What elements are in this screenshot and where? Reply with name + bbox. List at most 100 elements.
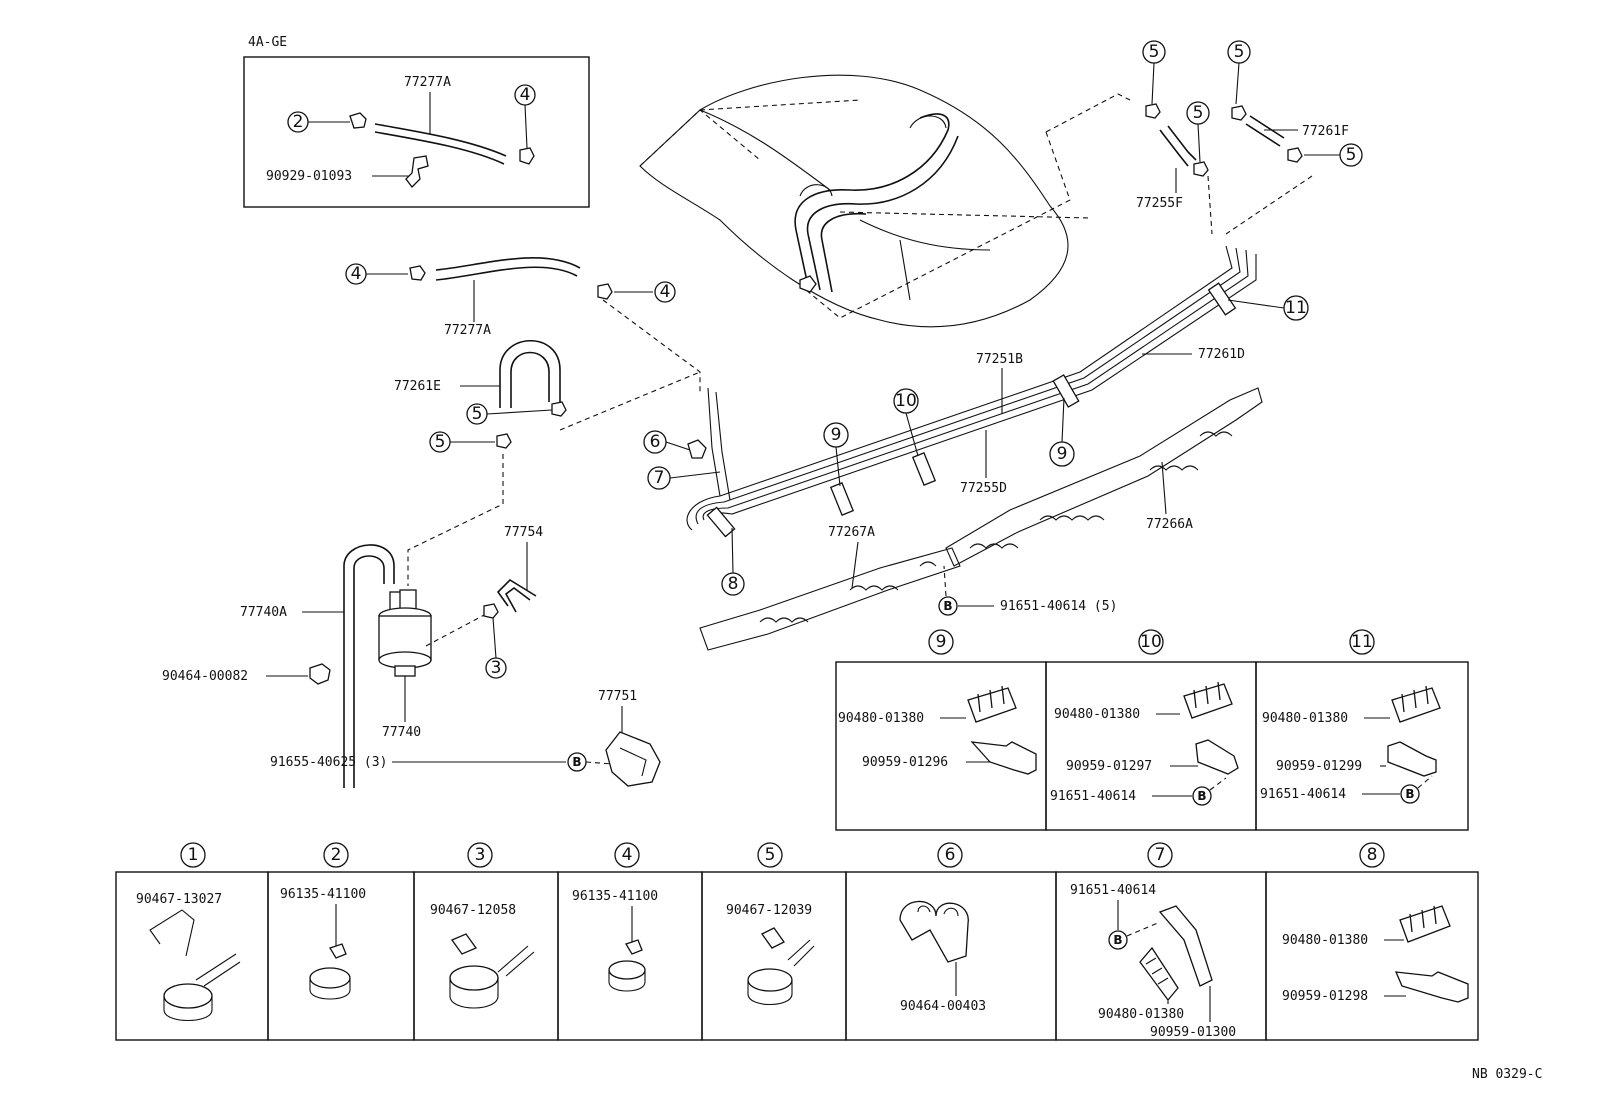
part-77277a-inset-label: 77277A [404,75,451,90]
clamp-bracket-icon [1394,971,1469,1003]
part-90929-01093-label: 90929-01093 [266,169,352,184]
svg-text:6: 6 [650,432,661,452]
svg-text:4: 4 [351,264,362,284]
clip-part [597,283,613,300]
part-77266a-label: 77266A [1146,517,1193,532]
clip-part [799,275,817,293]
bottom-panel-8 [1265,871,1479,1041]
callout-b-panel-7: B [1108,930,1128,950]
panel-3-number: 3 [467,842,493,868]
part-77740-label: 77740 [382,725,421,740]
engine-variant-label: 4A-GE [248,35,287,50]
callout-b-pipe: B [938,596,958,616]
double-clip-icon [899,900,969,963]
panel-7-number: 7 [1147,842,1173,868]
callout-8-pipe: 8 [721,572,745,596]
canister-77740 [378,589,432,677]
svg-text:B: B [1113,933,1122,947]
svg-text:B: B [943,599,952,613]
part-77261d-label: 77261D [1198,347,1245,362]
svg-text:5: 5 [1234,42,1245,62]
clamp-bracket-icon [1195,739,1239,775]
panel-4-number: 4 [614,842,640,868]
callout-4-right: 4 [654,281,676,303]
svg-text:7: 7 [654,468,665,488]
callout-2-inset: 2 [287,111,309,133]
clamp-set-11-part-a: 90480-01380 [1262,711,1348,726]
part-77751-label: 77751 [598,689,637,704]
clamp-set-11-number: 11 [1349,629,1375,655]
drawing-reference: NB 0329-C [1472,1067,1542,1082]
callout-11-pipe: 11 [1283,295,1309,321]
protector-77266a [945,387,1263,567]
svg-text:10: 10 [895,391,917,411]
callout-4-left: 4 [345,263,367,285]
clip-part [409,265,426,281]
hose-clamp-icon [149,909,241,1021]
svg-text:5: 5 [472,404,483,424]
clamp-bracket-icon [1387,741,1437,777]
bracket-77751 [605,731,661,787]
svg-text:7: 7 [1155,845,1166,865]
part-77255d-label: 77255D [960,481,1007,496]
panel-5-number: 5 [757,842,783,868]
bottom-panel-3 [413,871,559,1041]
callout-3-main: 3 [485,657,507,679]
svg-text:4: 4 [660,282,671,302]
clip-part [519,147,535,165]
panel-7-part-a: 91651-40614 [1070,883,1156,898]
callout-10-pipe: 10 [893,388,919,414]
clip-part [349,112,367,129]
clip-part [405,155,429,188]
panel-5-part: 90467-12039 [726,903,812,918]
svg-text:5: 5 [1149,42,1160,62]
panel-7-part-c: 90959-01300 [1150,1025,1236,1040]
callout-b-set10: B [1192,786,1212,806]
clamp-set-10-part-c: 91651-40614 [1050,789,1136,804]
part-77261e-label: 77261E [394,379,441,394]
panel-3-part: 90467-12058 [430,903,516,918]
callout-5-top-a: 5 [1142,40,1166,64]
hose-clamp-icon [449,933,535,1009]
callout-b-bracket: B [567,752,587,772]
svg-text:4: 4 [622,845,633,865]
svg-text:11: 11 [1351,632,1373,652]
clamp-comb-icon [1391,685,1441,723]
part-77267a-label: 77267A [828,525,875,540]
clamp-set-11-part-b: 90959-01299 [1276,759,1362,774]
part-77740a-label: 77740A [240,605,287,620]
panel-7-part-b: 90480-01380 [1098,1007,1184,1022]
clamp-set-11-panel [1255,661,1469,831]
clamp-9-b [1052,374,1080,408]
svg-text:2: 2 [293,112,304,132]
callout-4-inset: 4 [514,84,536,106]
clamp-11 [1207,282,1237,316]
clamp-10 [911,451,937,487]
clamp-set-9-number: 9 [928,629,954,655]
svg-text:11: 11 [1285,298,1307,318]
clamp-set-11-part-c: 91651-40614 [1260,787,1346,802]
engine-variant-inset [243,56,590,208]
svg-text:2: 2 [331,845,342,865]
clip-part [1287,147,1303,163]
panel-2-number: 2 [323,842,349,868]
callout-5-top-d: 5 [1339,143,1363,167]
callout-9-pipe-right: 9 [1049,441,1075,467]
part-77277a-label: 77277A [444,323,491,338]
panel-1-part: 90467-13027 [136,892,222,907]
part-91651-40614-pipe-label: 91651-40614 (5) [1000,599,1117,614]
clamp-set-10-part-a: 90480-01380 [1054,707,1140,722]
clamp-set-9-part-a: 90480-01380 [838,711,924,726]
part-77255f-label: 77255F [1136,196,1183,211]
callout-7-pipe: 7 [647,466,671,490]
clip-part [1231,105,1247,121]
panel-8-part-b: 90959-01298 [1282,989,1368,1004]
panel-1-number: 1 [180,842,206,868]
svg-text:10: 10 [1140,632,1162,652]
callout-5-a: 5 [466,403,488,425]
part-90464-00082-label: 90464-00082 [162,669,248,684]
hose-clamp-icon [747,927,815,1005]
callout-9-pipe-left: 9 [823,422,849,448]
svg-text:3: 3 [475,845,486,865]
